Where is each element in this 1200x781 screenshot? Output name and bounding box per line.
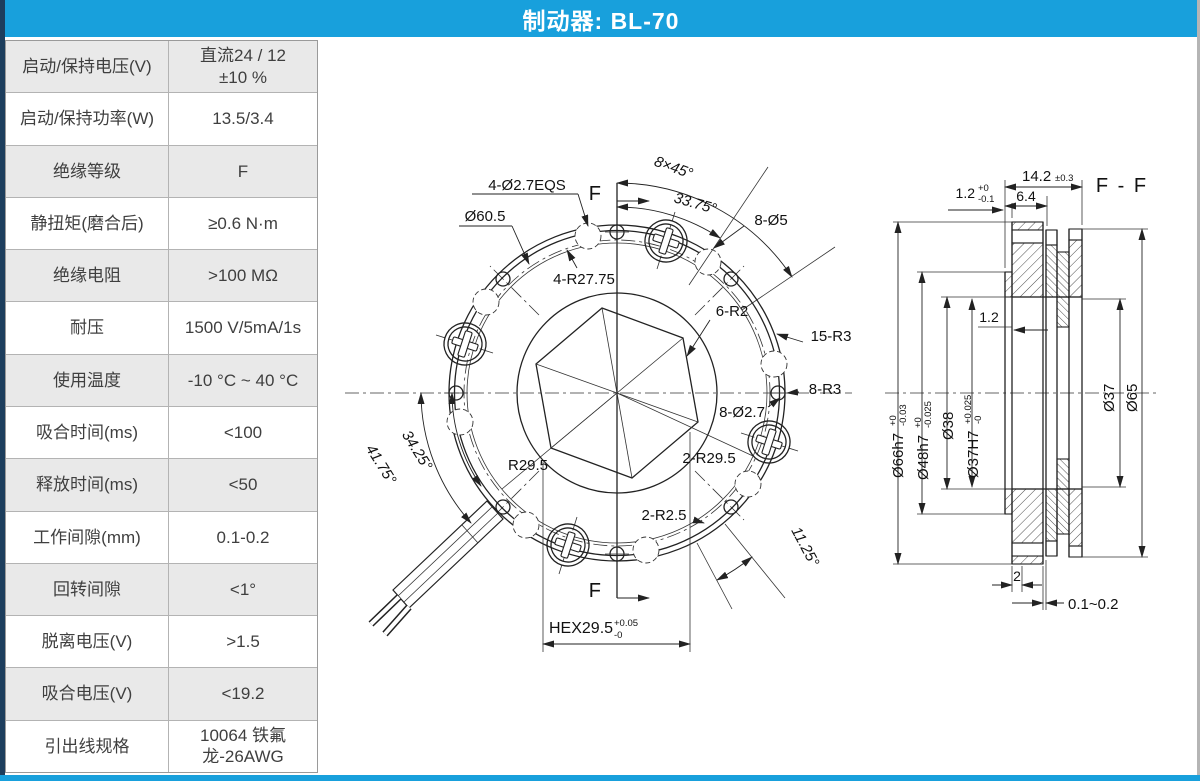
dim-label-8d5: 8-Ø5 bbox=[754, 212, 787, 229]
dia-66-tol-up: +0 bbox=[888, 415, 899, 426]
dia-48-base: Ø48h7 bbox=[915, 435, 932, 480]
spec-label: 使用温度 bbox=[53, 370, 121, 390]
dim-12b: 1.2 bbox=[979, 309, 999, 325]
spec-value: 10064 铁氟龙-26AWG bbox=[168, 720, 317, 772]
spec-label: 引出线规格 bbox=[44, 736, 130, 756]
spec-label: 脱离电压(V) bbox=[41, 632, 133, 652]
dim-label-r295: R29.5 bbox=[508, 457, 548, 474]
spec-label: 吸合时间(ms) bbox=[36, 422, 138, 442]
table-row: 吸合时间(ms) <100 bbox=[6, 405, 317, 459]
section-dimension-lines bbox=[893, 180, 1148, 610]
dim-label-2r25: 2-R2.5 bbox=[641, 507, 686, 524]
dim-label-r2775: 4-R27.75 bbox=[553, 271, 615, 288]
spec-value: <100 bbox=[168, 406, 317, 459]
dim-12-tol-up: +0 bbox=[978, 183, 989, 194]
table-row: 启动/保持电压(V) 直流24 / 12 ±10 % bbox=[6, 41, 317, 93]
dim-142-base: 14.2 bbox=[1022, 168, 1051, 185]
spec-value: F bbox=[168, 145, 317, 197]
table-row: 耐压 1500 V/5mA/1s bbox=[6, 301, 317, 354]
table-row: 回转间隙 <1° bbox=[6, 562, 317, 616]
dia-66-base: Ø66h7 bbox=[890, 433, 907, 478]
dia-37h7-base: Ø37H7 bbox=[965, 430, 982, 478]
dim-label-d605: Ø60.5 bbox=[465, 208, 506, 225]
page-title: 制动器: BL-70 bbox=[522, 7, 680, 34]
right-border bbox=[1197, 0, 1200, 781]
section-view: F - F 1.2 +0 -0.1 14.2 ±0.3 6.4 1.2 Ø66h… bbox=[885, 168, 1158, 613]
spec-value: 0.1-0.2 bbox=[168, 511, 317, 563]
table-row: 脱离电压(V) >1.5 bbox=[6, 615, 317, 668]
dia-37h7-tol-up: +0.025 bbox=[963, 395, 974, 424]
table-row: 引出线规格 10064 铁氟龙-26AWG bbox=[6, 719, 317, 772]
dim-label-6r2: 6-R2 bbox=[716, 303, 749, 320]
spec-value: >100 MΩ bbox=[168, 250, 317, 302]
dim-label-3375: 33.75° bbox=[672, 190, 719, 218]
table-row: 吸合电压(V) <19.2 bbox=[6, 667, 317, 720]
table-row: 绝缘电阻 >100 MΩ bbox=[6, 249, 317, 302]
dim-label-8d27: 8-Ø2.7 bbox=[719, 404, 765, 421]
dia-38-base: Ø38 bbox=[940, 412, 957, 440]
hex-dim-tol-dn: -0 bbox=[614, 630, 622, 641]
dim-64: 6.4 bbox=[1016, 188, 1036, 204]
dim-label-2r295: 2-R29.5 bbox=[682, 450, 735, 467]
spec-value: -10 °C ~ 40 °C bbox=[168, 354, 317, 406]
hex-dim-tol-up: +0.05 bbox=[614, 618, 638, 629]
dim-12-tol-dn: -0.1 bbox=[978, 194, 994, 205]
spec-label: 工作间隙(mm) bbox=[33, 527, 141, 547]
dia-66-tol-dn: -0.03 bbox=[898, 404, 909, 426]
spec-label: 回转间隙 bbox=[53, 579, 121, 599]
spec-value: 13.5/3.4 bbox=[168, 93, 317, 145]
front-dimension-lines bbox=[417, 166, 836, 652]
spec-table: 启动/保持电压(V) 直流24 / 12 ±10 % 启动/保持功率(W) 13.5/… bbox=[5, 40, 318, 773]
spec-value: <19.2 bbox=[168, 668, 317, 720]
dia-48-tol-dn: -0.025 bbox=[923, 401, 934, 428]
spec-label: 耐压 bbox=[70, 318, 104, 338]
lead-wires bbox=[368, 500, 504, 637]
left-accent-strip bbox=[0, 0, 5, 781]
hex-dim-base: HEX29.5 bbox=[549, 620, 613, 637]
dia-65-label: Ø65 bbox=[1124, 384, 1141, 412]
spec-label: 吸合电压(V) bbox=[41, 684, 133, 704]
spec-value: 1500 V/5mA/1s bbox=[168, 302, 317, 354]
centerlines bbox=[345, 183, 852, 598]
spec-label: 释放时间(ms) bbox=[36, 475, 138, 495]
title-bar: 制动器: BL-70 bbox=[5, 0, 1197, 37]
spec-value: >1.5 bbox=[168, 616, 317, 668]
dia-48-tol-up: +0 bbox=[913, 417, 924, 428]
spec-label: 静扭矩(磨合后) bbox=[30, 213, 144, 233]
spec-label: 绝缘电阻 bbox=[53, 266, 121, 286]
dim-label-15r3: 15-R3 bbox=[811, 328, 852, 345]
section-mark-f-bottom: F bbox=[589, 580, 601, 602]
dim-gap: 0.1~0.2 bbox=[1068, 596, 1118, 613]
dia-37-label: Ø37 bbox=[1101, 384, 1118, 412]
table-row: 释放时间(ms) <50 bbox=[6, 458, 317, 511]
spec-value: ≥0.6 N·m bbox=[168, 197, 317, 250]
dim-2: 2 bbox=[1013, 568, 1021, 584]
dim-12-base: 1.2 bbox=[956, 185, 976, 201]
dim-label-1125: 11.25° bbox=[788, 524, 823, 569]
spec-label: 绝缘等级 bbox=[53, 161, 121, 181]
table-row: 绝缘等级 F bbox=[6, 144, 317, 197]
spec-value: <50 bbox=[168, 459, 317, 511]
section-title: F - F bbox=[1096, 175, 1148, 197]
table-row: 工作间隙(mm) 0.1-0.2 bbox=[6, 510, 317, 563]
spec-value: 直流24 / 12 ±10 % bbox=[168, 41, 317, 93]
dim-label-8r3: 8-R3 bbox=[809, 381, 842, 398]
dim-label-8x45: 8×45° bbox=[652, 153, 695, 183]
front-view: 4-Ø2.7EQS Ø60.5 8×45° 33.75° 8-Ø5 4-R27.… bbox=[345, 153, 852, 652]
dim-label-4175: 41.75° bbox=[362, 442, 399, 488]
dia-37h7-tol-dn: -0 bbox=[973, 416, 984, 424]
section-part bbox=[1004, 221, 1083, 565]
dim-label-eqs: 4-Ø2.7EQS bbox=[488, 177, 566, 194]
spec-label: 启动/保持功率(W) bbox=[19, 109, 155, 129]
spec-label: 启动/保持电压(V) bbox=[22, 57, 152, 77]
table-row: 启动/保持功率(W) 13.5/3.4 bbox=[6, 92, 317, 145]
dim-142-tol: ±0.3 bbox=[1055, 173, 1073, 184]
section-mark-f-top: F bbox=[589, 183, 601, 205]
bottom-accent-strip bbox=[0, 775, 1200, 781]
table-row: 静扭矩(磨合后) ≥0.6 N·m bbox=[6, 196, 317, 250]
spec-value: <1° bbox=[168, 563, 317, 616]
table-row: 使用温度 -10 °C ~ 40 °C bbox=[6, 353, 317, 406]
hex-bore bbox=[501, 307, 754, 490]
